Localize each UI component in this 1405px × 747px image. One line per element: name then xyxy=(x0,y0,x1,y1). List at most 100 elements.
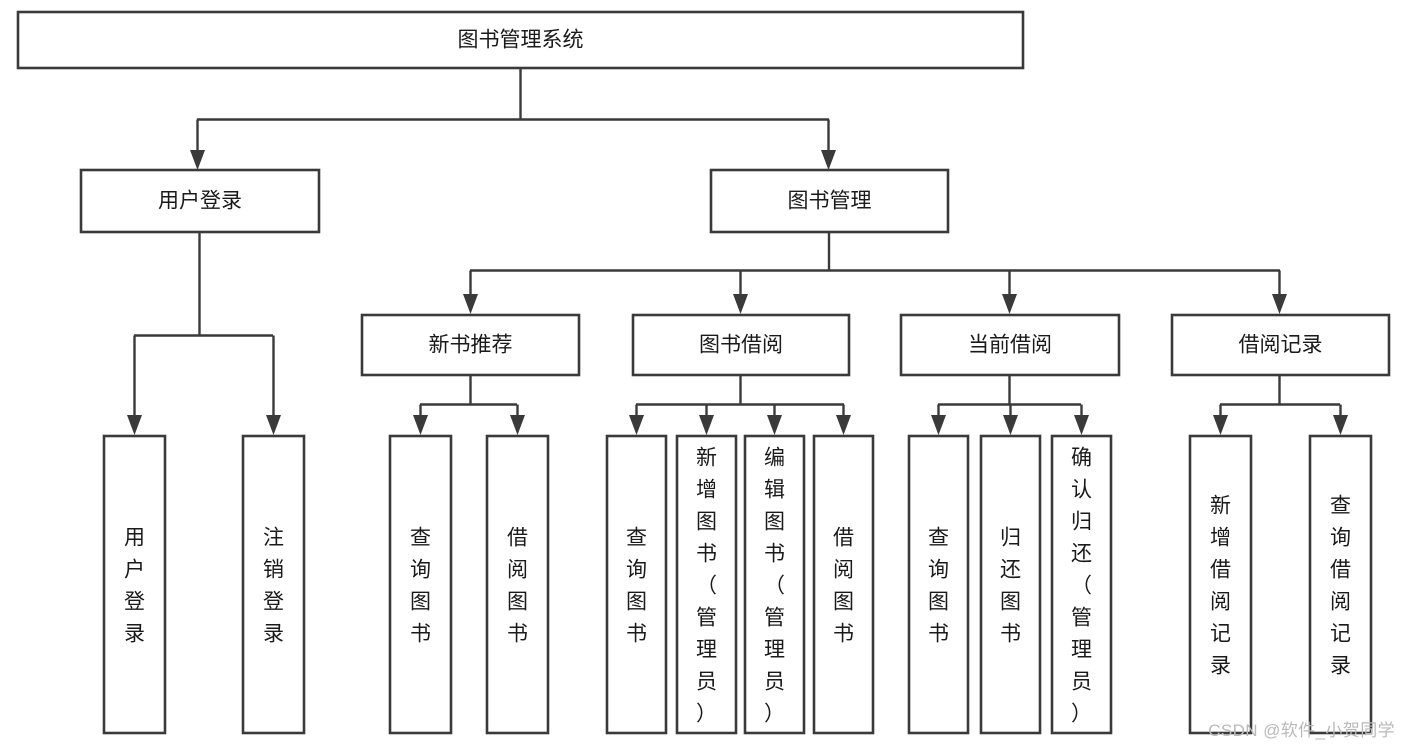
glyph: 借 xyxy=(1330,559,1351,582)
node-book-borrow[interactable]: 图书借阅 xyxy=(631,313,851,377)
arrow-root-to-user-login xyxy=(190,150,205,170)
glyph: 理 xyxy=(764,639,785,662)
leaf-add-book-label: 新增图书（管理员） xyxy=(696,447,717,726)
glyph: 书 xyxy=(626,623,647,646)
glyph: 查 xyxy=(928,527,949,550)
leaf-add-book-box[interactable] xyxy=(675,434,738,735)
leaf-borrow-book-1[interactable]: 借阅图书 xyxy=(485,434,550,735)
arrow-to-leaf-borrow-book-1 xyxy=(510,415,525,435)
node-current-borrow[interactable]: 当前借阅 xyxy=(899,313,1121,377)
leaf-borrow-book-1-label: 借阅图书 xyxy=(507,527,528,646)
node-user-login[interactable]: 用户登录 xyxy=(79,168,321,234)
glyph: 户 xyxy=(124,559,145,582)
node-borrow-record-label: 借阅记录 xyxy=(1239,334,1323,357)
glyph: 图 xyxy=(410,591,431,614)
leaf-query-book-1-box[interactable] xyxy=(388,434,453,735)
arrow-to-leaf-query-record xyxy=(1333,415,1348,435)
glyph: 阅 xyxy=(833,559,854,582)
arrow-to-leaf-logout xyxy=(266,415,281,435)
leaf-query-record[interactable]: 查询借阅记录 xyxy=(1308,434,1373,735)
glyph: 销 xyxy=(263,559,284,582)
leaf-borrow-book-2-box[interactable] xyxy=(812,434,875,735)
leaf-logout-box[interactable] xyxy=(241,434,306,735)
leaf-borrow-book-1-box[interactable] xyxy=(485,434,550,735)
glyph: 询 xyxy=(626,559,647,582)
glyph: 认 xyxy=(1071,479,1092,502)
glyph: 图 xyxy=(833,591,854,614)
glyph: 增 xyxy=(1210,527,1231,550)
node-new-book-rec-box[interactable] xyxy=(360,313,581,377)
arrow-to-leaf-edit-book xyxy=(767,415,782,435)
leaf-confirm-return-box[interactable] xyxy=(1050,434,1113,735)
glyph: 登 xyxy=(124,591,145,614)
arrow-to-leaf-add-record xyxy=(1213,415,1228,435)
glyph: 查 xyxy=(1330,495,1351,518)
leaf-add-record-box[interactable] xyxy=(1188,434,1253,735)
leaf-user-login-box[interactable] xyxy=(102,434,167,735)
glyph: 员 xyxy=(764,671,785,694)
node-book-manage[interactable]: 图书管理 xyxy=(709,168,950,234)
leaf-borrow-book-2[interactable]: 借阅图书 xyxy=(812,434,875,735)
glyph: 确 xyxy=(1071,447,1092,470)
node-borrow-record-box[interactable] xyxy=(1170,313,1391,377)
node-user-login-box[interactable] xyxy=(79,168,321,234)
glyph: 管 xyxy=(696,607,717,630)
arrow-to-leaf-query-book-1 xyxy=(413,415,428,435)
glyph: 员 xyxy=(1071,671,1092,694)
glyph: 借 xyxy=(1210,559,1231,582)
arrow-to-leaf-query-book-3 xyxy=(931,415,946,435)
arrow-to-leaf-return-book xyxy=(1003,415,1018,435)
glyph: 员 xyxy=(696,671,717,694)
glyph: 图 xyxy=(1000,591,1021,614)
leaf-logout[interactable]: 注销登录 xyxy=(241,434,306,735)
glyph: 注 xyxy=(263,527,284,550)
leaf-query-book-1[interactable]: 查询图书 xyxy=(388,434,453,735)
leaf-return-book-box[interactable] xyxy=(979,434,1042,735)
glyph: 录 xyxy=(263,623,284,646)
glyph: 阅 xyxy=(1330,591,1351,614)
glyph: 录 xyxy=(124,623,145,646)
node-root[interactable]: 图书管理系统 xyxy=(16,10,1025,70)
node-new-book-rec[interactable]: 新书推荐 xyxy=(360,313,581,377)
glyph: 录 xyxy=(1210,655,1231,678)
glyph: （ xyxy=(764,575,785,598)
node-borrow-record[interactable]: 借阅记录 xyxy=(1170,313,1391,377)
glyph: 书 xyxy=(1000,623,1021,646)
glyph: 图 xyxy=(928,591,949,614)
leaf-query-book-3[interactable]: 查询图书 xyxy=(907,434,970,735)
leaf-query-book-2-label: 查询图书 xyxy=(626,527,647,646)
node-book-manage-box[interactable] xyxy=(709,168,950,234)
glyph: 记 xyxy=(1330,623,1351,646)
glyph: 书 xyxy=(410,623,431,646)
leaf-add-book[interactable]: 新增图书（管理员） xyxy=(675,434,738,735)
leaf-add-record[interactable]: 新增借阅记录 xyxy=(1188,434,1253,735)
node-user-login-label: 用户登录 xyxy=(158,190,242,213)
leaf-query-book-2[interactable]: 查询图书 xyxy=(605,434,668,735)
leaf-borrow-book-2-label: 借阅图书 xyxy=(833,527,854,646)
leaf-query-book-3-box[interactable] xyxy=(907,434,970,735)
leaf-query-book-2-box[interactable] xyxy=(605,434,668,735)
leaf-edit-book-box[interactable] xyxy=(743,434,806,735)
leaf-user-login[interactable]: 用户登录 xyxy=(102,434,167,735)
glyph: ） xyxy=(696,703,717,726)
glyph: 图 xyxy=(507,591,528,614)
glyph: 新 xyxy=(1210,495,1231,518)
leaf-confirm-return[interactable]: 确认归还（管理员） xyxy=(1050,434,1113,735)
connector-layer xyxy=(127,68,1348,435)
node-root-box[interactable] xyxy=(16,10,1025,70)
node-current-borrow-box[interactable] xyxy=(899,313,1121,377)
node-book-borrow-box[interactable] xyxy=(631,313,851,377)
glyph: 书 xyxy=(833,623,854,646)
leaf-return-book[interactable]: 归还图书 xyxy=(979,434,1042,735)
node-book-manage-label: 图书管理 xyxy=(788,190,872,213)
glyph: 增 xyxy=(696,479,717,502)
glyph: 查 xyxy=(410,527,431,550)
glyph: 录 xyxy=(1330,655,1351,678)
node-book-borrow-label: 图书借阅 xyxy=(699,334,783,357)
node-current-borrow-label: 当前借阅 xyxy=(968,334,1052,357)
glyph: 归 xyxy=(1071,511,1092,534)
leaf-edit-book[interactable]: 编辑图书（管理员） xyxy=(743,434,806,735)
arrow-to-current-borrow xyxy=(1002,294,1017,314)
leaf-query-record-box[interactable] xyxy=(1308,434,1373,735)
